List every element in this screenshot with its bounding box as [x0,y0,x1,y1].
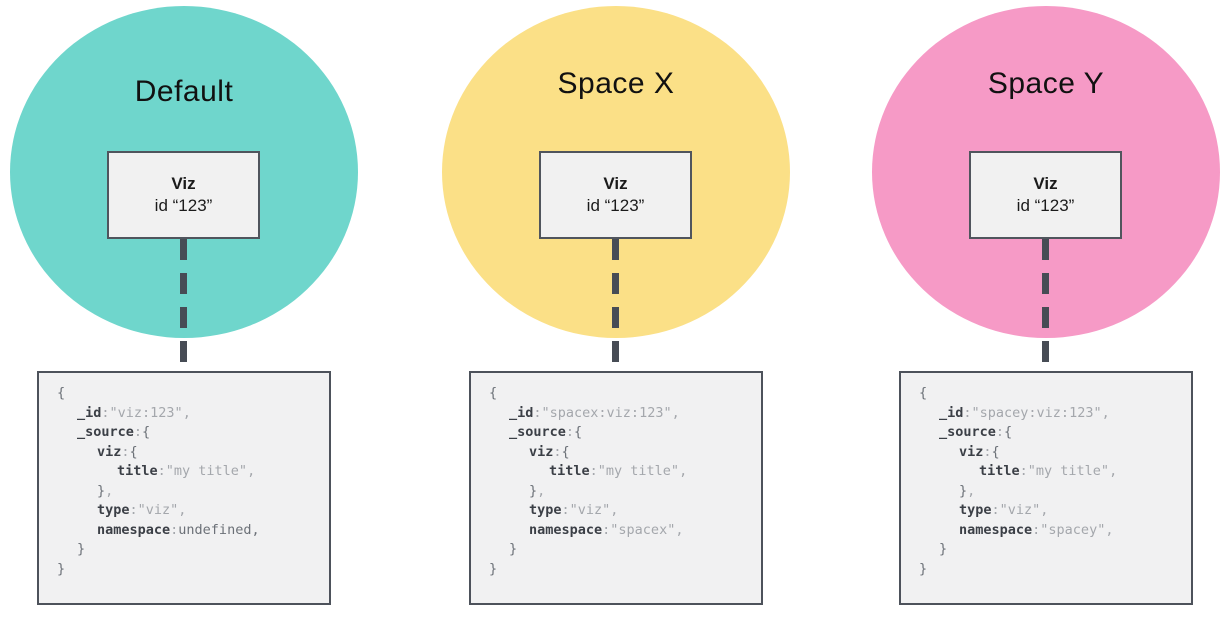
viz-box-space-y: Viz id “123” [969,151,1122,239]
code-line: viz:{ [97,443,138,460]
code-line: }, [529,482,546,499]
viz-box-default: Viz id “123” [107,151,260,239]
code-line: } [57,560,66,577]
viz-box-space-x: Viz id “123” [539,151,692,239]
viz-box-id: id “123” [1016,196,1075,215]
code-line: namespace:undefined, [97,521,260,538]
code-line: } [77,541,86,557]
code-line: _id:"spacex:viz:123", [509,404,680,421]
code-line: viz:{ [529,443,570,460]
dashed-connector-line [180,239,187,371]
saved-object-code-box-space-y: { _id:"spacey:viz:123", _source:{ viz:{ titl… [899,371,1193,605]
code-content: { _id:"spacex:viz:123", _source:{ viz:{ titl… [471,373,761,579]
code-line: }, [959,482,976,499]
code-line: }, [97,482,114,499]
dashed-connector-line [612,239,619,371]
code-line: title:"my title", [117,463,256,479]
panel-space-y: Space Y Viz id “123” { _id:"spacey:viz:12… [872,0,1220,622]
panel-default: Default Viz id “123” { _id:"viz:123", _sou… [10,0,358,622]
panel-space-x: Space X Viz id “123” { _id:"spacex:viz:12… [442,0,790,622]
space-title-space-x: Space X [557,67,675,100]
code-line: } [919,560,928,577]
code-line: { [919,385,928,401]
code-line: _id:"spacey:viz:123", [939,404,1110,421]
viz-box-id: id “123” [586,196,645,215]
code-line: namespace:"spacex", [529,521,684,538]
saved-object-code-box-space-x: { _id:"spacex:viz:123", _source:{ viz:{ titl… [469,371,763,605]
viz-box-id: id “123” [154,196,213,215]
viz-box-title: Viz [171,174,196,193]
code-line: viz:{ [959,443,1000,460]
code-line: type:"viz", [529,502,619,518]
dashed-connector-line [1042,239,1049,371]
code-line: title:"my title", [979,463,1118,479]
space-title-space-y: Space Y [987,67,1105,100]
code-line: type:"viz", [97,502,187,518]
viz-box-title: Viz [603,174,628,193]
code-line: _source:{ [509,424,583,440]
viz-box-title: Viz [1033,174,1058,193]
saved-object-code-box-default: { _id:"viz:123", _source:{ viz:{ title:"my t… [37,371,331,605]
code-content: { _id:"spacey:viz:123", _source:{ viz:{ titl… [901,373,1191,579]
code-line: _source:{ [939,424,1013,440]
code-line: _source:{ [77,424,151,440]
code-line: } [489,560,498,577]
code-line: { [489,385,498,401]
code-content: { _id:"viz:123", _source:{ viz:{ title:"my t… [39,373,329,579]
code-line: _id:"viz:123", [77,404,191,421]
code-line: { [57,385,66,401]
code-line: } [939,541,948,557]
code-line: type:"viz", [959,502,1049,518]
space-title-default: Default [134,75,234,108]
code-line: } [509,541,518,557]
code-line: title:"my title", [549,463,688,479]
code-line: namespace:"spacey", [959,521,1114,538]
